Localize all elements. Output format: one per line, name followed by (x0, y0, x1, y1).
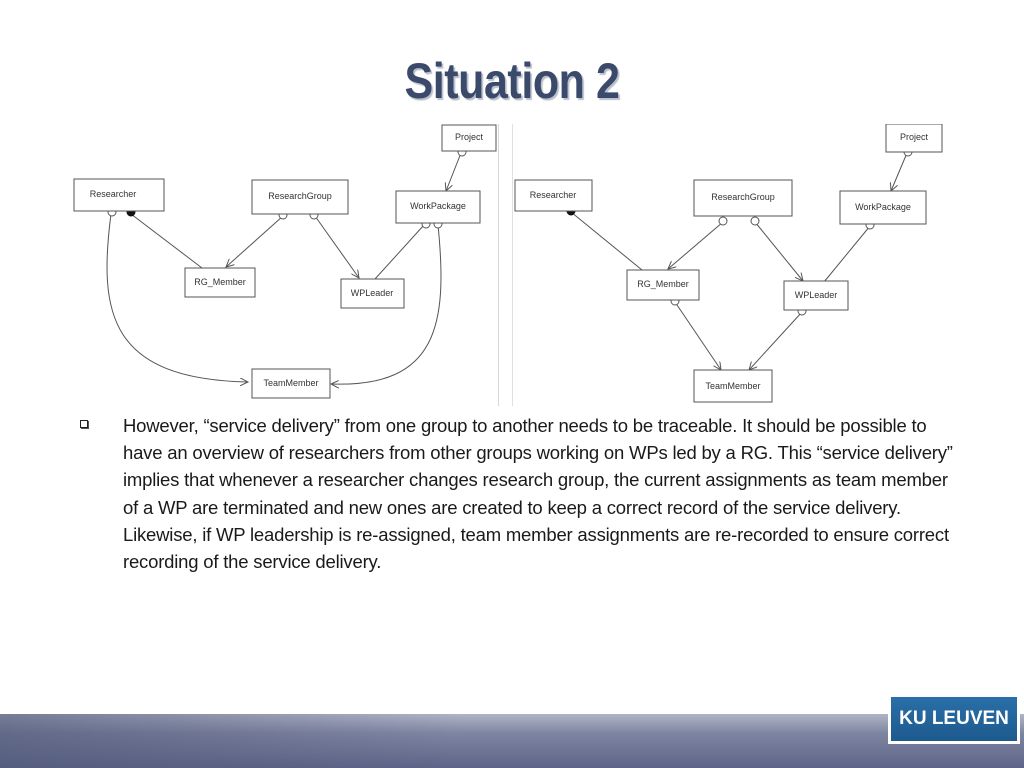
svg-text:TeamMember: TeamMember (705, 381, 760, 391)
svg-text:ResearchGroup: ResearchGroup (711, 192, 775, 202)
edge-wpleader-teammember (749, 311, 803, 370)
node-wpleader: WPLeader (340, 278, 405, 309)
diagram-left-canvas: Project Researcher ResearchGroup WorkPac… (73, 124, 497, 399)
svg-text:RG_Member: RG_Member (637, 279, 689, 289)
svg-text:Project: Project (900, 132, 929, 142)
edge-workpackage-teammember (331, 224, 442, 384)
svg-text:TeamMember: TeamMember (263, 378, 318, 388)
slide-title: Situation 2 (404, 53, 620, 109)
edge-rgmember-teammember (674, 301, 721, 370)
node-workpackage: WorkPackage (395, 190, 481, 224)
diagram-right-canvas: Project Researcher ResearchGroup WorkPac… (514, 124, 943, 403)
node-researcher: Researcher (73, 178, 165, 212)
svg-text:Project: Project (455, 132, 484, 142)
edge-researcher-teammember (106, 213, 248, 382)
node-project: Project (885, 124, 943, 153)
square-bullet-icon (80, 420, 88, 428)
diagram-right: Project Researcher ResearchGroup WorkPac… (512, 124, 953, 406)
edge-project-workpackage (891, 152, 908, 191)
logo-text: KU LEUVEN (891, 697, 1017, 741)
svg-text:WorkPackage: WorkPackage (855, 202, 911, 212)
node-workpackage: WorkPackage (839, 190, 927, 225)
edge-researcher-rgmember (130, 213, 203, 269)
svg-text:ResearchGroup: ResearchGroup (268, 191, 332, 201)
svg-text:Researcher: Researcher (530, 190, 577, 200)
diagram-left: Project Researcher ResearchGroup WorkPac… (70, 124, 499, 406)
node-researcher: Researcher (514, 179, 593, 212)
node-researchgroup: ResearchGroup (251, 179, 349, 215)
edge-researchgroup-wpleader (754, 221, 803, 281)
node-rgmember: RG_Member (184, 267, 256, 298)
node-project: Project (441, 124, 497, 152)
edge-researchgroup-wpleader (314, 215, 359, 278)
edge-workpackage-wpleader (374, 224, 425, 280)
svg-text:WPLeader: WPLeader (795, 290, 838, 300)
edge-researchgroup-rgmember (226, 215, 284, 267)
ku-leuven-logo: KU LEUVEN (888, 694, 1020, 744)
svg-text:RG_Member: RG_Member (194, 277, 246, 287)
edge-workpackage-wpleader (823, 225, 871, 283)
connector-researchgroup-1 (718, 216, 728, 226)
bullet-text: However, “service delivery” from one gro… (123, 415, 953, 573)
svg-text:Researcher: Researcher (90, 189, 137, 199)
edge-researcher-rgmember (570, 211, 643, 271)
node-teammember: TeamMember (251, 368, 331, 399)
svg-text:WPLeader: WPLeader (351, 288, 394, 298)
svg-text:WorkPackage: WorkPackage (410, 201, 466, 211)
node-teammember: TeamMember (693, 369, 773, 403)
edge-project-workpackage (446, 152, 462, 191)
node-researchgroup: ResearchGroup (693, 179, 793, 217)
node-wpleader: WPLeader (783, 280, 849, 311)
connector-researchgroup-2 (750, 216, 760, 226)
node-rgmember: RG_Member (626, 269, 700, 301)
footer-band (0, 714, 1024, 768)
edge-researchgroup-rgmember (668, 221, 724, 269)
